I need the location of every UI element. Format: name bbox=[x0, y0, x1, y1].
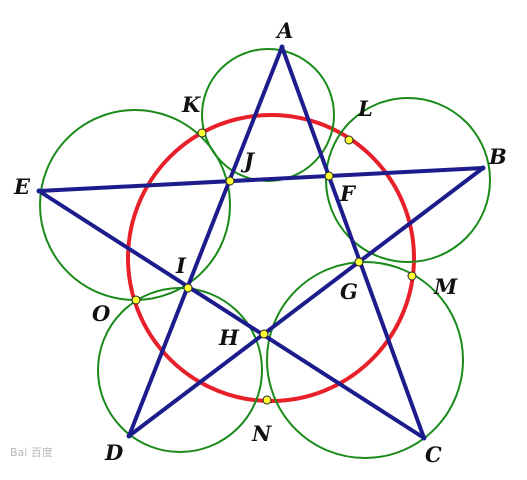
vertex-dots bbox=[36, 44, 486, 441]
vertex-D bbox=[126, 433, 132, 439]
vertex-E bbox=[36, 188, 42, 194]
label-O: O bbox=[92, 301, 111, 326]
point-G bbox=[354, 257, 364, 267]
vertex-B bbox=[480, 165, 486, 171]
label-A: A bbox=[275, 18, 293, 43]
line-A-D bbox=[127, 45, 284, 438]
point-J bbox=[225, 176, 235, 186]
line-A-C bbox=[280, 45, 426, 440]
point-labels: A B C D E F G H I J K L M N O bbox=[13, 18, 507, 467]
label-N: N bbox=[251, 421, 272, 446]
line-E-B bbox=[37, 166, 485, 193]
green-circle-B bbox=[325, 97, 491, 263]
line-E-C bbox=[37, 189, 426, 440]
label-M: M bbox=[433, 274, 458, 299]
label-F: F bbox=[339, 181, 357, 206]
green-circle-C bbox=[266, 261, 464, 459]
point-O bbox=[131, 295, 141, 305]
intersection-points bbox=[131, 128, 417, 405]
green-circle-E bbox=[39, 109, 231, 301]
label-E: E bbox=[13, 174, 31, 199]
label-L: L bbox=[357, 96, 373, 121]
vertex-C bbox=[421, 435, 427, 441]
label-B: B bbox=[488, 144, 507, 169]
line-B-D bbox=[127, 166, 485, 438]
point-F bbox=[324, 171, 334, 181]
red-circle bbox=[126, 113, 416, 403]
label-H: H bbox=[218, 325, 240, 350]
point-I bbox=[183, 283, 193, 293]
point-N bbox=[262, 395, 272, 405]
vertex-A bbox=[279, 44, 285, 50]
label-C: C bbox=[425, 442, 442, 467]
point-L bbox=[344, 135, 354, 145]
label-I: I bbox=[175, 253, 187, 278]
point-K bbox=[197, 128, 207, 138]
watermark-text: Bai 百度 bbox=[10, 445, 53, 459]
point-M bbox=[407, 271, 417, 281]
label-K: K bbox=[181, 92, 201, 117]
label-G: G bbox=[340, 279, 358, 304]
label-J: J bbox=[240, 148, 256, 173]
star-lines bbox=[37, 45, 485, 440]
label-D: D bbox=[104, 440, 124, 465]
point-H bbox=[259, 329, 269, 339]
